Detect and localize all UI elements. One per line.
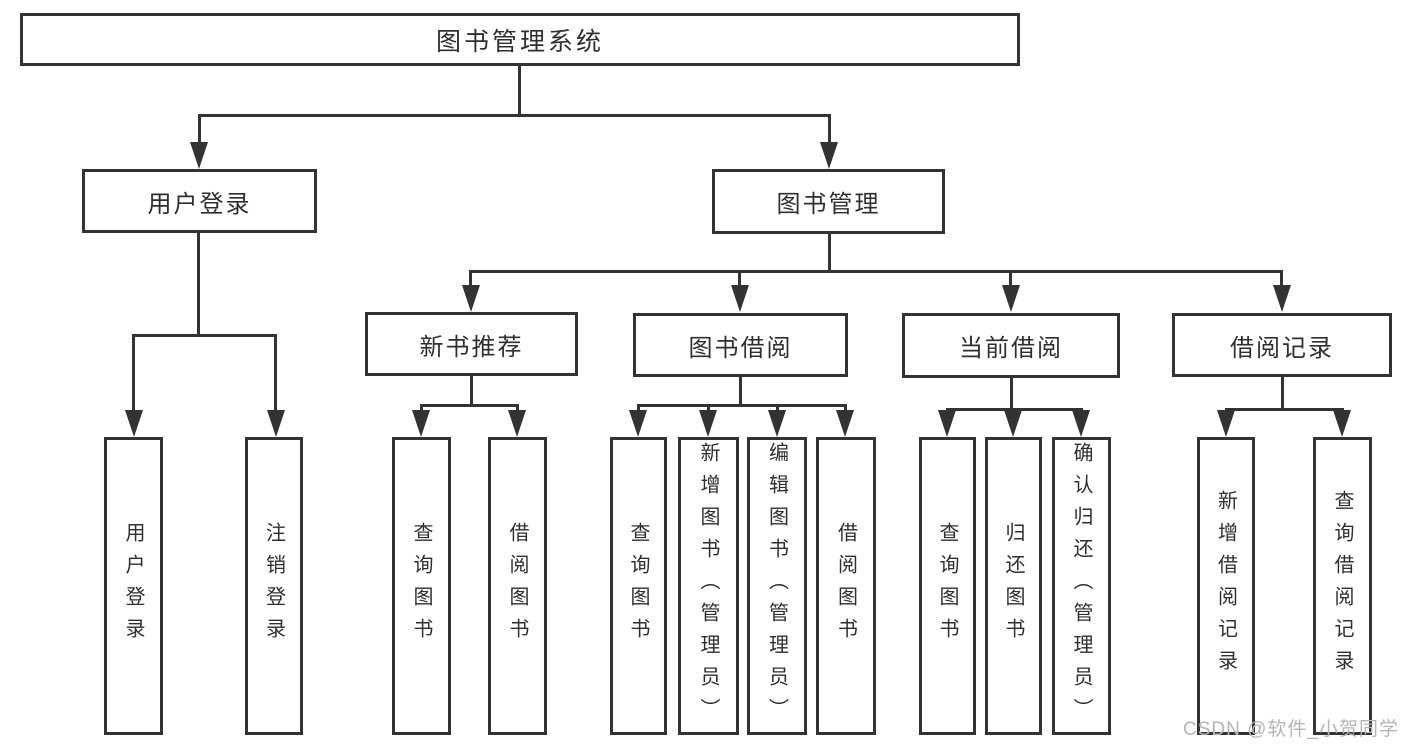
node-book-borrow: 图书借阅: [633, 313, 848, 377]
connector-user-login-distributor: [133, 334, 277, 337]
connector-borrow-record-stem: [1281, 377, 1284, 411]
node-current-borrow-label: 当前借阅: [959, 335, 1063, 362]
arrow-down-icon: [508, 410, 526, 437]
node-ul-logout-label: 注销登录: [262, 522, 285, 650]
node-cb-return-books: 归还图书: [985, 437, 1042, 735]
node-nb-borrow-books-label: 借阅图书: [506, 522, 528, 650]
connector-root-stem: [518, 66, 521, 117]
connector-level2-distributor: [199, 114, 831, 117]
node-bb-add-books-admin: 新增图书（管理员）: [678, 437, 739, 735]
connector-new-book-stem: [470, 376, 473, 407]
connector-arrow-line: [132, 334, 135, 413]
connector-borrow-record-distributor: [1225, 408, 1344, 411]
node-user-login: 用户登录: [82, 169, 317, 233]
arrow-down-icon: [412, 410, 430, 437]
node-cb-confirm-return-admin-label: 确认归还（管理员）: [1070, 442, 1092, 730]
node-br-query-record-label: 查询借阅记录: [1331, 490, 1353, 682]
node-nb-query-books-label: 查询图书: [410, 522, 432, 650]
node-cb-return-books-label: 归还图书: [1002, 522, 1024, 650]
node-borrow-record-label: 借阅记录: [1230, 334, 1334, 362]
node-cb-query-books: 查询图书: [919, 437, 976, 735]
arrow-down-icon: [1273, 285, 1291, 312]
node-ul-logout: 注销登录: [245, 437, 303, 735]
connector-book-borrow-distributor: [637, 404, 847, 407]
node-root-label: 图书管理系统: [435, 27, 604, 56]
arrow-down-icon: [820, 142, 838, 169]
node-bb-edit-books-admin-label: 编辑图书（管理员）: [765, 442, 788, 730]
arrow-down-icon: [190, 142, 208, 169]
arrow-down-icon: [1072, 410, 1090, 437]
node-root: 图书管理系统: [20, 13, 1020, 66]
connector-arrow-line: [1280, 270, 1283, 288]
node-user-login-label: 用户登录: [147, 190, 252, 218]
node-bb-query-books-label: 查询图书: [627, 522, 649, 650]
node-book-mgmt: 图书管理: [712, 169, 945, 234]
node-book-mgmt-label: 图书管理: [776, 191, 881, 218]
node-bb-query-books: 查询图书: [610, 437, 667, 735]
node-br-add-record: 新增借阅记录: [1197, 437, 1255, 735]
connector-current-borrow-stem: [1010, 378, 1013, 411]
node-bb-edit-books-admin: 编辑图书（管理员）: [747, 437, 807, 735]
arrow-down-icon: [1002, 285, 1020, 312]
connector-book-borrow-stem: [739, 377, 742, 407]
connector-book-mgmt-stem: [828, 234, 831, 273]
arrow-down-icon: [629, 410, 647, 437]
node-current-borrow: 当前借阅: [902, 313, 1120, 378]
arrow-down-icon: [1217, 410, 1235, 437]
arrow-down-icon: [938, 410, 956, 437]
node-nb-query-books: 查询图书: [392, 437, 451, 735]
arrow-down-icon: [836, 410, 854, 437]
arrow-down-icon: [125, 410, 143, 437]
arrow-down-icon: [731, 285, 749, 312]
watermark: CSDN @软件_小贺同学: [1183, 719, 1399, 740]
node-br-query-record: 查询借阅记录: [1313, 437, 1372, 735]
arrow-down-icon: [1004, 410, 1022, 437]
connector-arrow-line: [274, 334, 277, 413]
arrow-down-icon: [768, 410, 786, 437]
connector-arrow-line: [469, 270, 472, 288]
node-book-borrow-label: 图书借阅: [688, 334, 793, 362]
node-cb-query-books-label: 查询图书: [936, 522, 958, 650]
node-borrow-record: 借阅记录: [1172, 313, 1392, 377]
node-ul-user-login: 用户登录: [104, 437, 163, 735]
connector-user-login-stem: [197, 233, 200, 337]
node-new-book-recommend-label: 新书推荐: [419, 333, 524, 361]
arrow-down-icon: [1333, 410, 1351, 437]
node-bb-borrow-books-label: 借阅图书: [834, 522, 857, 650]
arrow-down-icon: [267, 410, 285, 437]
node-br-add-record-label: 新增借阅记录: [1214, 490, 1237, 682]
connector-new-book-distributor: [420, 404, 519, 407]
connector-arrow-line: [828, 114, 831, 145]
node-bb-add-books-admin-label: 新增图书（管理员）: [697, 442, 719, 730]
node-nb-borrow-books: 借阅图书: [488, 437, 547, 735]
arrow-down-icon: [699, 410, 717, 437]
node-cb-confirm-return-admin: 确认归还（管理员）: [1052, 437, 1111, 735]
node-bb-borrow-books: 借阅图书: [816, 437, 876, 735]
connector-level3-distributor: [469, 270, 1283, 273]
node-new-book-recommend: 新书推荐: [365, 312, 578, 376]
connector-arrow-line: [1009, 270, 1012, 288]
connector-arrow-line: [738, 270, 741, 288]
arrow-down-icon: [462, 285, 480, 312]
connector-arrow-line: [198, 114, 201, 145]
node-ul-user-login-label: 用户登录: [122, 522, 144, 650]
